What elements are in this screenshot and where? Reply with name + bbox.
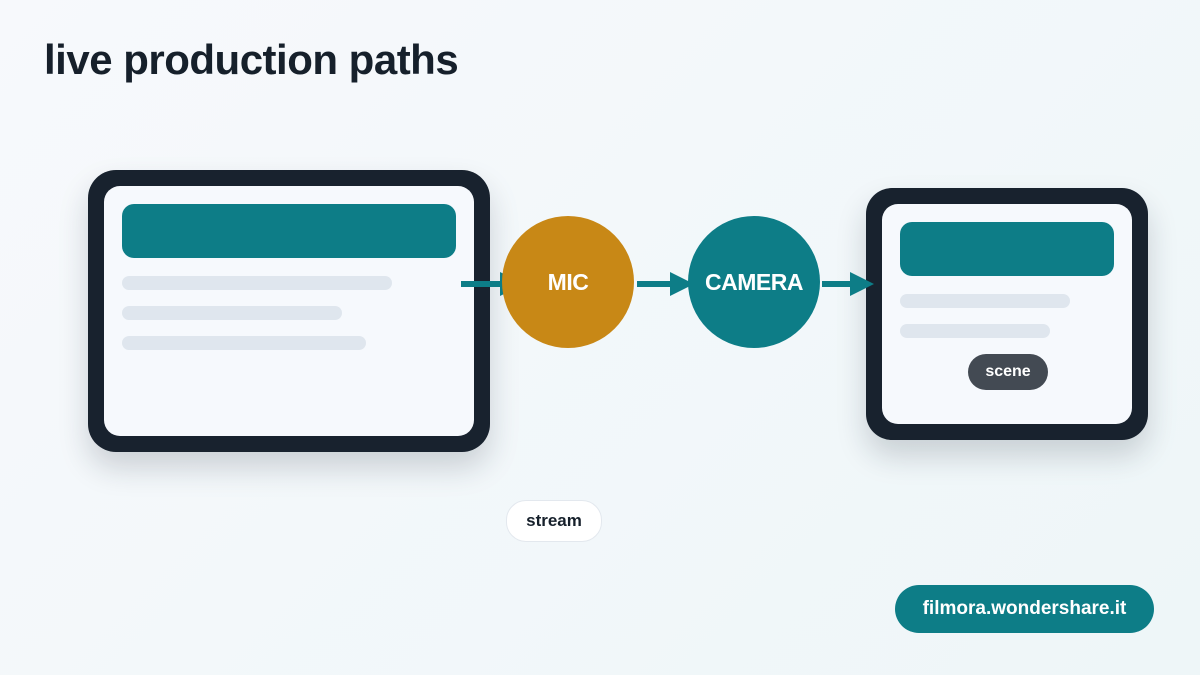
screen-header-bar — [900, 222, 1114, 276]
stream-label: stream — [506, 500, 602, 542]
camera-node: CAMERA — [688, 216, 820, 348]
camera-node-label: CAMERA — [705, 268, 803, 295]
output-device-frame: scene — [866, 188, 1148, 440]
screen-text-line — [122, 336, 366, 350]
mic-node: MIC — [502, 216, 634, 348]
output-device-screen: scene — [882, 204, 1132, 424]
mic-node-label: MIC — [547, 268, 589, 295]
scene-badge: scene — [968, 354, 1048, 390]
screen-text-line — [122, 276, 392, 290]
source-device-frame — [88, 170, 490, 452]
screen-text-line — [900, 294, 1070, 308]
source-device-screen — [104, 186, 474, 436]
screen-text-line — [122, 306, 342, 320]
screen-text-line — [900, 324, 1050, 338]
diagram-title: live production paths — [44, 36, 459, 83]
screen-header-bar — [122, 204, 456, 258]
watermark-badge: filmora.wondershare.it — [895, 585, 1154, 633]
